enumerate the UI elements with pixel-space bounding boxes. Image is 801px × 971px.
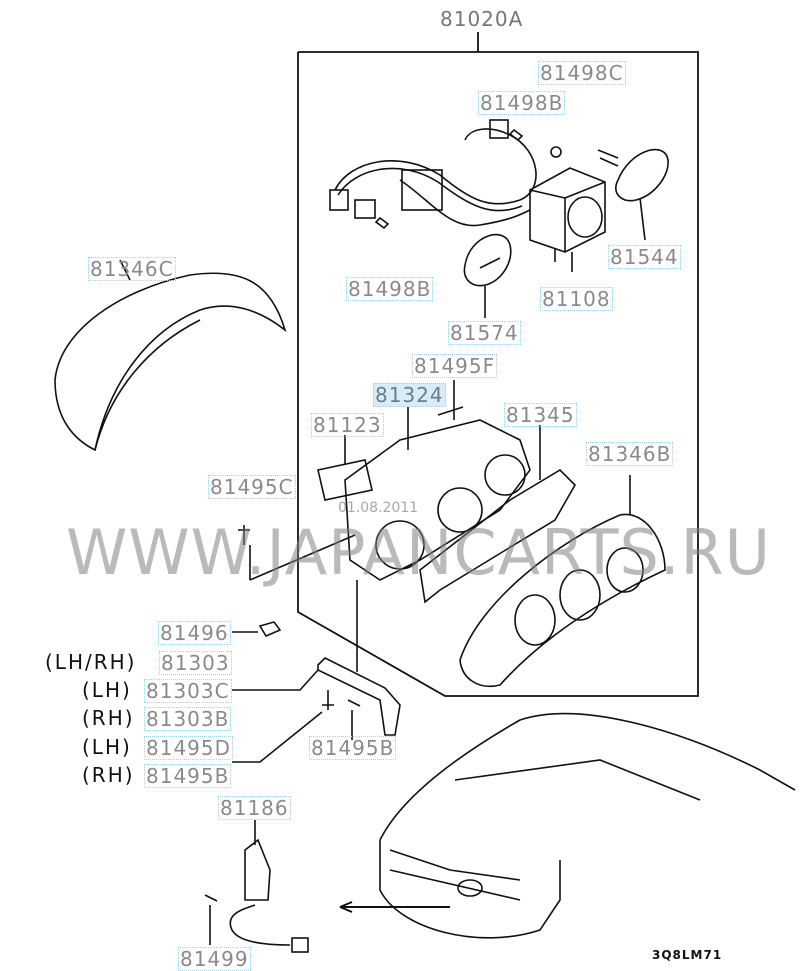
bulb-81498B-left bbox=[374, 216, 390, 230]
part-81495C[interactable]: 81495C bbox=[208, 475, 296, 499]
panel-81345 bbox=[419, 425, 576, 604]
part-81495D[interactable]: 81495D bbox=[144, 736, 234, 760]
part-81123[interactable]: 81123 bbox=[311, 413, 384, 437]
gauge-face-81574 bbox=[463, 233, 512, 318]
assembly-label: 81020A bbox=[440, 7, 524, 31]
gauge-81108 bbox=[529, 167, 606, 272]
part-81346C[interactable]: 81346C bbox=[88, 257, 176, 281]
bolt-81495B bbox=[347, 699, 361, 740]
part-81108[interactable]: 81108 bbox=[540, 287, 613, 311]
wiring-harness bbox=[329, 119, 537, 227]
cover-81346C bbox=[54, 259, 287, 452]
gauge-face-81544 bbox=[597, 148, 669, 241]
date-stamp: 01.08.2011 bbox=[338, 500, 419, 516]
cover-81346B bbox=[459, 475, 666, 687]
part-81495F[interactable]: 81495F bbox=[412, 354, 498, 378]
sensor-81186 bbox=[229, 820, 309, 953]
side-lhrh: (LH/RH) bbox=[45, 650, 137, 674]
bracket-81303 bbox=[232, 580, 401, 736]
assembly-boundary bbox=[297, 32, 699, 697]
part-81544[interactable]: 81544 bbox=[608, 245, 681, 269]
part-81303[interactable]: 81303 bbox=[159, 651, 232, 675]
arrow bbox=[339, 901, 450, 913]
lens-81123 bbox=[317, 435, 373, 501]
side-rh: (RH) bbox=[82, 706, 135, 730]
bolt-81495D bbox=[232, 690, 334, 763]
screw-81495C bbox=[238, 525, 356, 581]
part-81574[interactable]: 81574 bbox=[448, 321, 521, 345]
part-81324[interactable]: 81324 bbox=[373, 383, 446, 407]
socket-81498C bbox=[550, 146, 562, 158]
clip-81496 bbox=[232, 621, 282, 638]
part-81498B-top[interactable]: 81498B bbox=[478, 91, 566, 115]
part-81496[interactable]: 81496 bbox=[158, 621, 231, 645]
bolt-81499 bbox=[204, 894, 218, 945]
side-lh: (LH) bbox=[82, 678, 132, 702]
part-81495B-list[interactable]: 81495B bbox=[144, 764, 232, 788]
watermark: WWW.JAPANCARTS.RU bbox=[66, 516, 771, 589]
part-81186[interactable]: 81186 bbox=[218, 796, 291, 820]
housing-81324 bbox=[344, 380, 531, 581]
part-81498B-left[interactable]: 81498B bbox=[346, 277, 434, 301]
bulb-81498B-top bbox=[508, 128, 524, 142]
part-81303C[interactable]: 81303C bbox=[144, 679, 232, 703]
part-81495B-right[interactable]: 81495B bbox=[309, 736, 397, 760]
part-81498C[interactable]: 81498C bbox=[538, 61, 626, 85]
part-81346B[interactable]: 81346B bbox=[586, 442, 674, 466]
side-lh: (LH) bbox=[82, 735, 132, 759]
car-illustration bbox=[379, 712, 796, 939]
part-81303B[interactable]: 81303B bbox=[144, 707, 232, 731]
part-81499[interactable]: 81499 bbox=[178, 947, 251, 971]
diagram-code: 3Q8LM71 bbox=[652, 948, 723, 962]
part-81345[interactable]: 81345 bbox=[504, 403, 577, 427]
side-rh: (RH) bbox=[82, 763, 135, 787]
